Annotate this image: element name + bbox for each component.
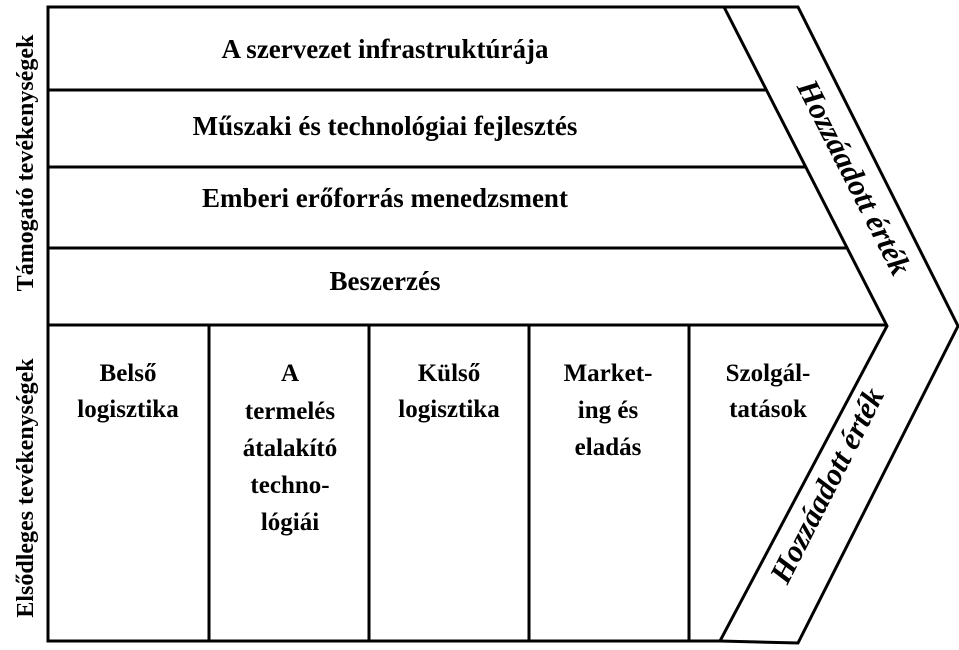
support-activities-side-label: Támogató tevékenységek xyxy=(13,34,39,291)
outer-frame xyxy=(46,5,889,643)
primary-activity-line: termelés xyxy=(245,398,335,425)
margin-arrow-outline xyxy=(719,5,959,645)
primary-activity-line: logisztika xyxy=(398,396,500,423)
primary-activity-line: ing és xyxy=(578,397,639,424)
primary-activity-inbound-logistics: Belső logisztika xyxy=(77,360,179,423)
primary-activity-line: A xyxy=(281,360,299,387)
primary-activity-line: Szolgál- xyxy=(726,360,811,387)
primary-activity-operations: A termelés átalakító techno- lógiái xyxy=(243,360,337,536)
primary-activity-service: Szolgál- tatások xyxy=(726,360,811,423)
primary-activity-line: techno- xyxy=(250,472,329,499)
support-activity-hr-management: Emberi erőforrás menedzsment xyxy=(202,183,568,213)
support-activity-procurement: Beszerzés xyxy=(330,266,441,296)
primary-activity-line: eladás xyxy=(575,434,642,461)
primary-activity-line: Belső xyxy=(100,360,157,387)
primary-activity-line: logisztika xyxy=(77,396,179,423)
support-activity-infrastructure: A szervezet infrastruktúrája xyxy=(222,34,549,64)
margin-label-upper: Hozzáadott érték xyxy=(790,73,919,281)
primary-activity-line: Külső xyxy=(418,360,481,387)
primary-activity-line: átalakító xyxy=(243,435,337,462)
primary-activity-line: lógiái xyxy=(261,509,319,536)
primary-activities-side-label: Elsődleges tevékenységek xyxy=(13,358,39,618)
primary-activity-line: tatások xyxy=(729,396,807,423)
primary-activity-outbound-logistics: Külső logisztika xyxy=(398,360,500,423)
support-activity-technology-development: Műszaki és technológiai fejlesztés xyxy=(193,111,578,141)
primary-activity-marketing-sales: Market- ing és eladás xyxy=(564,360,653,461)
primary-activity-line: Market- xyxy=(564,360,653,387)
